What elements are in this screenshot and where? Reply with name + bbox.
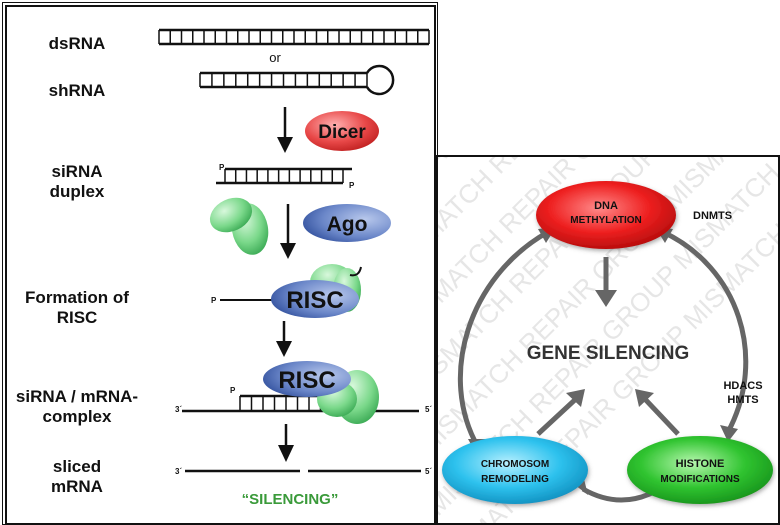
node-hist-line1: HISTONE bbox=[676, 458, 725, 470]
dicer-enzyme: Dicer bbox=[305, 111, 379, 151]
node-chromosom-remodeling bbox=[442, 436, 588, 504]
prime-5: 5´ bbox=[425, 405, 432, 414]
silencing-label: “SILENCING” bbox=[242, 491, 339, 508]
argonaute-protein-icon bbox=[209, 197, 269, 255]
node-dna-line2: METHYLATION bbox=[570, 215, 641, 226]
node-chrom-line1: CHROMOSOM bbox=[481, 459, 549, 470]
label-risc: RISC bbox=[56, 308, 98, 327]
label-dsrna: dsRNA bbox=[48, 34, 106, 53]
rnai-panel: or Dicer P P Ago bbox=[5, 5, 436, 525]
enzyme-dnmts: DNMTS bbox=[693, 210, 732, 222]
gene-silencing-panel: MISMATCH REPAIR GROUP MISMATCH REPAIR GR… bbox=[436, 155, 780, 525]
label-shrna: shRNA bbox=[48, 81, 106, 100]
p-marker: P bbox=[230, 386, 236, 395]
hairpin-loop bbox=[365, 64, 395, 96]
svg-text:Ago: Ago bbox=[327, 213, 368, 236]
node-dna-methylation bbox=[536, 181, 676, 249]
sliced-mrna: 3´ 5´ bbox=[175, 467, 432, 476]
arrow-hist-to-dna bbox=[661, 229, 749, 434]
arrow-chrom-to-dna bbox=[457, 229, 550, 449]
dsrna-ladder bbox=[158, 28, 430, 46]
label-formation-of: Formation of bbox=[25, 288, 129, 307]
label-sirna-mrna: siRNA / mRNA- bbox=[15, 387, 139, 406]
node-dna-line1: DNA bbox=[594, 200, 618, 212]
label-sliced: sliced bbox=[52, 457, 102, 476]
arrow-down-icon bbox=[278, 424, 294, 462]
center-gene-silencing: GENE SILENCING bbox=[527, 343, 690, 364]
prime-5: 5´ bbox=[425, 467, 432, 476]
svg-text:RISC: RISC bbox=[278, 367, 335, 394]
sirna-mrna-complex: RISC P 3´ 5´ bbox=[175, 361, 432, 424]
p-marker: P bbox=[349, 181, 355, 190]
label-complex: complex bbox=[42, 407, 112, 426]
sirna-duplex bbox=[216, 167, 352, 185]
arrow-hist-to-center bbox=[641, 395, 680, 436]
node-chrom-line2: REMODELING bbox=[481, 474, 549, 485]
arrow-down-icon bbox=[276, 321, 292, 357]
enzyme-hmts: HMTS bbox=[727, 394, 758, 406]
cycle-arrows bbox=[457, 229, 749, 503]
label-sirna: siRNA bbox=[51, 162, 103, 181]
svg-text:RISC: RISC bbox=[286, 287, 343, 314]
arrow-down-icon bbox=[280, 204, 296, 259]
prime-3: 3´ bbox=[175, 467, 182, 476]
prime-3: 3´ bbox=[175, 405, 182, 414]
ago-protein: Ago bbox=[303, 204, 391, 242]
label-mrna: mRNA bbox=[51, 477, 103, 496]
svg-text:Dicer: Dicer bbox=[318, 122, 366, 143]
arrow-down-icon bbox=[277, 107, 293, 153]
label-duplex: duplex bbox=[49, 182, 105, 201]
arrow-chrom-to-center bbox=[536, 395, 580, 436]
risc-formation: P RISC bbox=[211, 264, 362, 318]
gene-silencing-diagram: MISMATCH REPAIR GROUP MISMATCH REPAIR GR… bbox=[438, 157, 778, 523]
p-marker: P bbox=[211, 296, 217, 305]
shrna-hairpin bbox=[199, 64, 395, 96]
node-hist-line2: MODIFICATIONS bbox=[660, 474, 740, 485]
enzyme-hdacs: HDACS bbox=[723, 380, 762, 392]
p-marker: P bbox=[219, 163, 225, 172]
rnai-diagram: or Dicer P P Ago bbox=[158, 28, 432, 508]
or-text: or bbox=[269, 50, 281, 65]
node-histone-modifications bbox=[627, 436, 773, 504]
